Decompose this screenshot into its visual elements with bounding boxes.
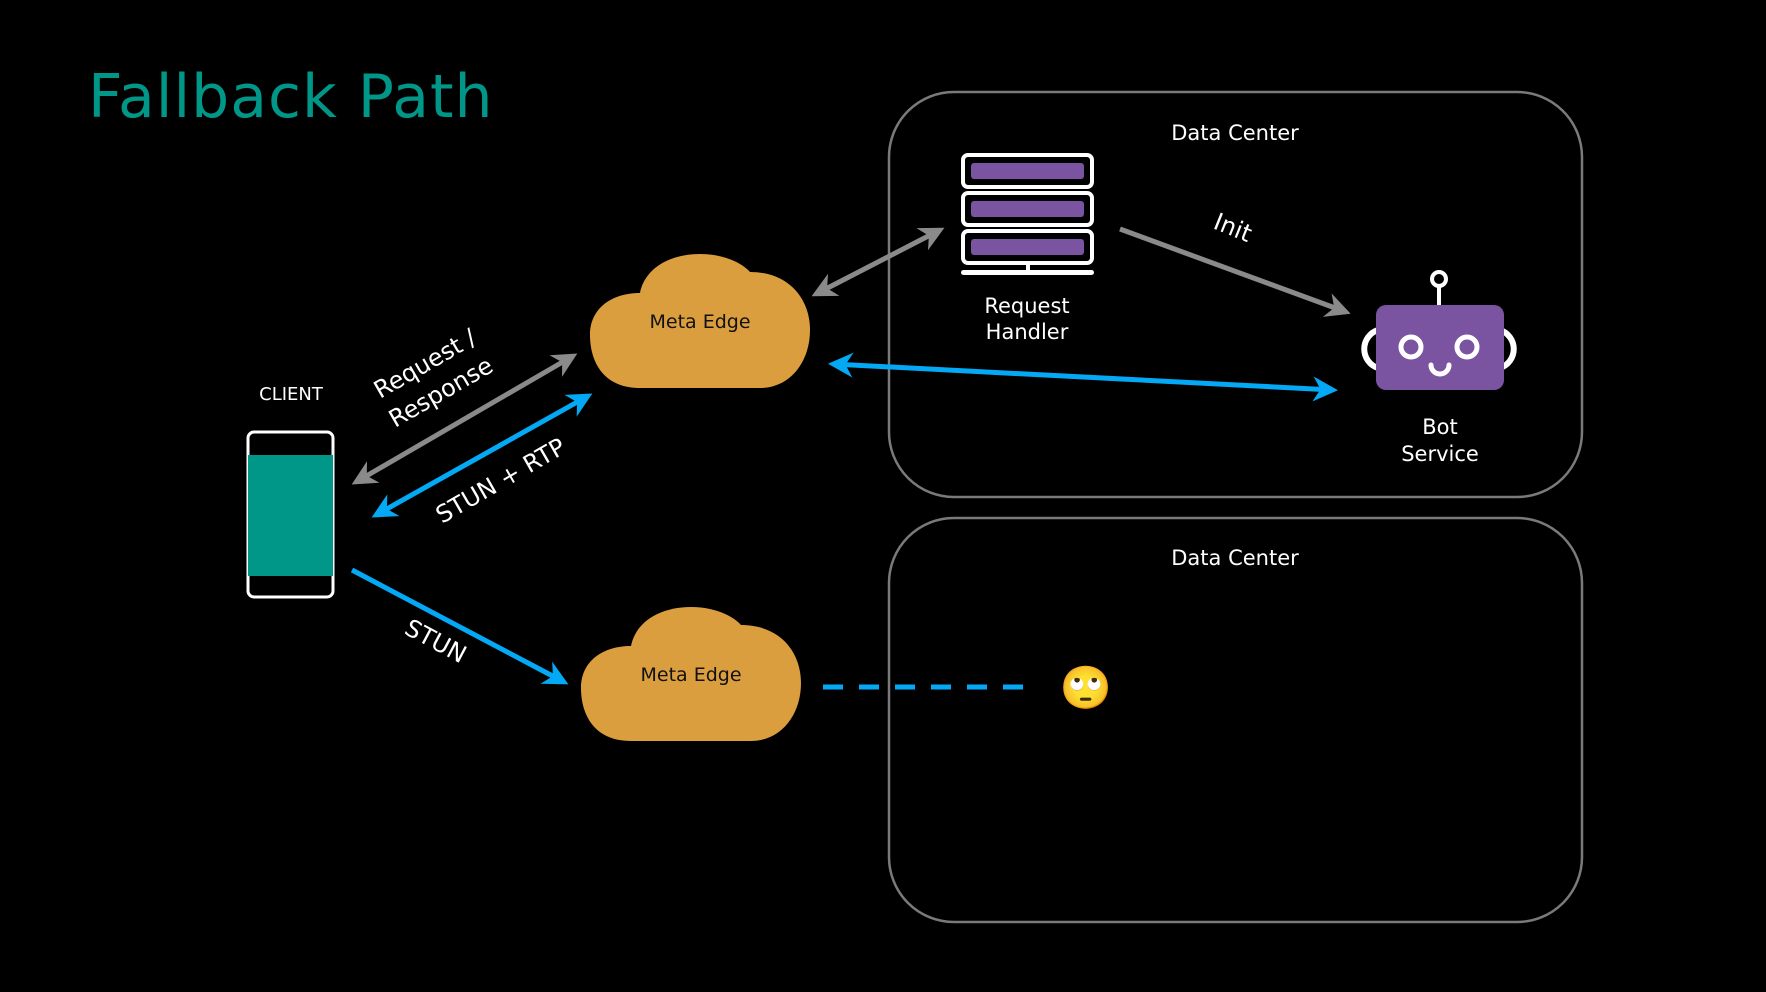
meta-edge-bottom: Meta Edge xyxy=(581,607,801,741)
init-arrow xyxy=(1119,226,1351,317)
data-center-bottom: Data Center xyxy=(887,516,1584,924)
meta-edge-top: Meta Edge xyxy=(590,254,810,388)
request-handler-node: Request Handler xyxy=(961,153,1094,344)
data-center-top-label: Data Center xyxy=(1171,121,1299,145)
stun-rtp-arrow xyxy=(371,393,593,518)
cloud-icon xyxy=(581,607,801,741)
edge-handler-arrow xyxy=(811,227,945,297)
meta-edge-top-label: Meta Edge xyxy=(649,311,750,333)
cloud-icon xyxy=(590,254,810,388)
data-center-bottom-label: Data Center xyxy=(1171,546,1299,570)
robot-icon xyxy=(1361,270,1517,390)
stun-label: STUN xyxy=(400,614,471,669)
request-handler-label-line1: Request xyxy=(984,294,1069,318)
bot-service-label-line2: Service xyxy=(1401,442,1479,466)
edge-bot-arrow xyxy=(828,352,1338,402)
stun-arrow xyxy=(350,567,569,685)
request-handler-label-line2: Handler xyxy=(986,320,1069,344)
phone-icon xyxy=(246,430,335,599)
slide-title: Fallback Path xyxy=(88,62,494,132)
bot-service-node: Bot Service xyxy=(1361,270,1517,466)
client-node: CLIENT xyxy=(246,384,335,599)
bot-service-label-line1: Bot xyxy=(1422,415,1458,439)
server-icon xyxy=(961,153,1094,275)
init-label: Init xyxy=(1210,208,1256,248)
meta-edge-bottom-label: Meta Edge xyxy=(640,664,741,686)
client-label: CLIENT xyxy=(259,384,324,405)
eye-roll-emoji-icon: 🙄 xyxy=(1060,663,1112,712)
